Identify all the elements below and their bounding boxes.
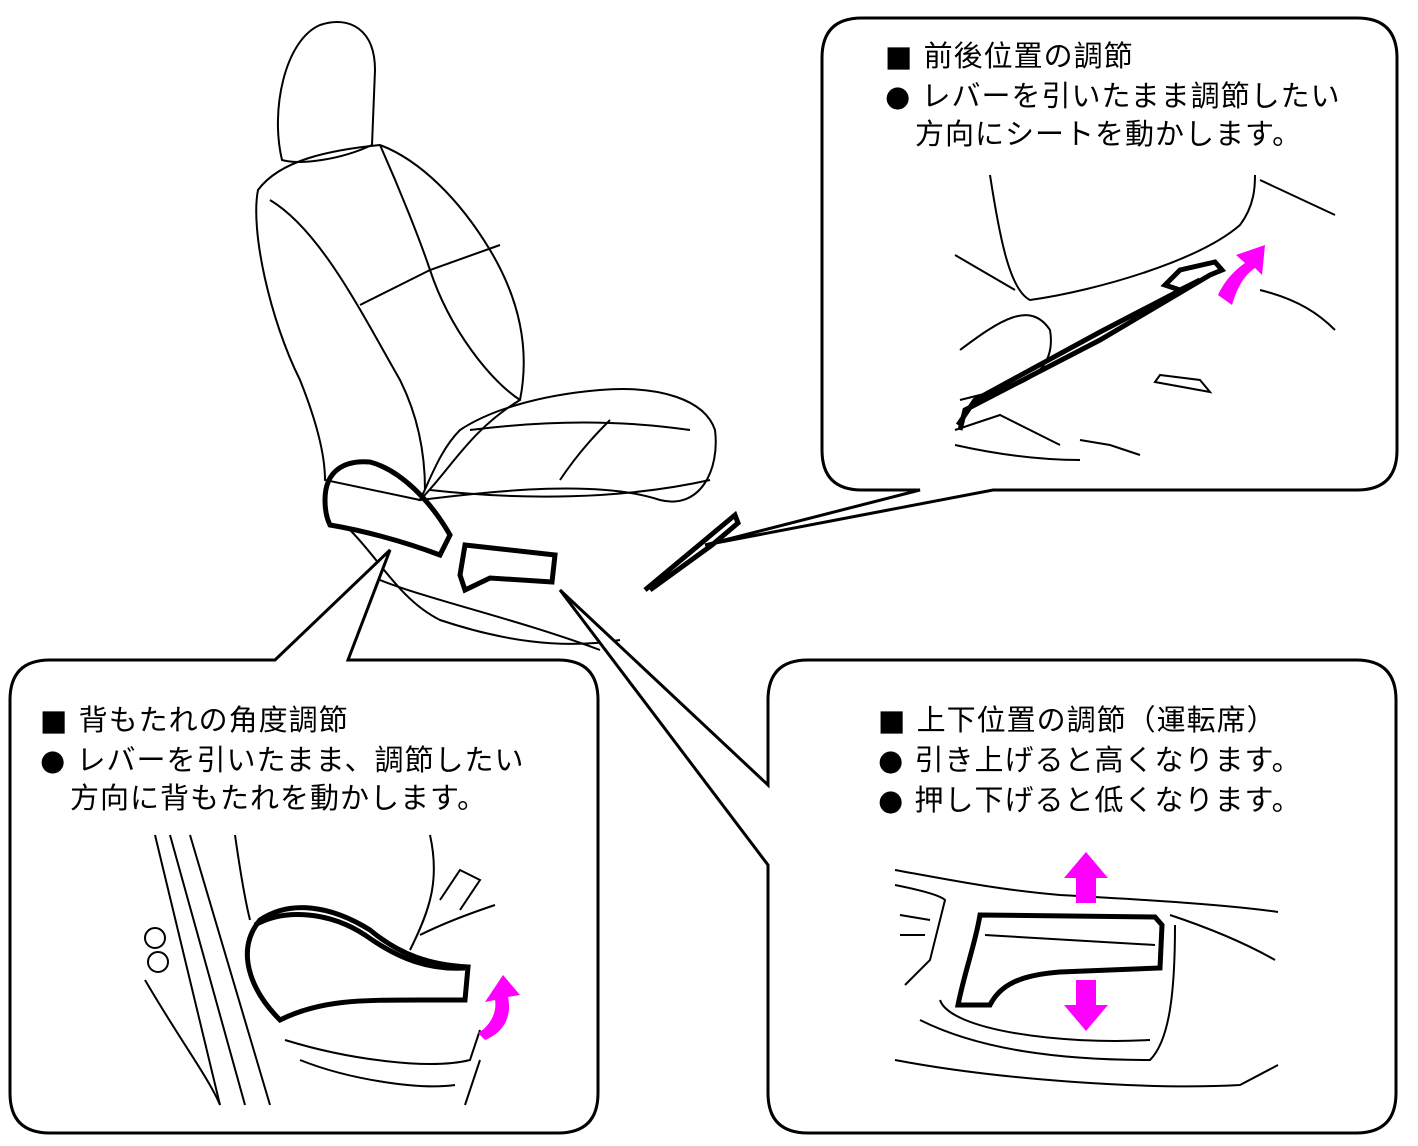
height-lever <box>457 542 558 594</box>
seatback <box>255 143 525 502</box>
fore-aft-line1: ● レバーを引いたまま調節したい <box>885 79 1341 113</box>
recline-detail <box>144 834 520 1106</box>
arrow-down-icon <box>1064 980 1108 1031</box>
height-detail <box>894 852 1279 1088</box>
recline-line2: 方向に背もたれを動かします。 <box>70 781 488 815</box>
callout-recline-frame <box>8 548 600 1135</box>
arrow-up-icon <box>1218 245 1265 305</box>
callout-fore-aft-frame <box>704 16 1399 547</box>
fore-aft-detail <box>954 174 1336 461</box>
height-line1: ● 引き上げると高くなります。 <box>878 743 1302 777</box>
arrow-up-icon <box>1064 852 1108 903</box>
recline-line1: ● レバーを引いたまま、調節したい <box>40 743 525 777</box>
callout-height-frame <box>558 588 1398 1135</box>
recline-heading: ■ 背もたれの角度調節 <box>40 703 349 737</box>
fore-aft-heading: ■ 前後位置の調節 <box>885 39 1134 73</box>
seat-cushion <box>418 388 717 503</box>
recline-lever <box>322 459 453 559</box>
fore-aft-lever <box>955 259 1227 431</box>
arrow-up-icon <box>478 975 520 1040</box>
fore-aft-line2: 方向にシートを動かします。 <box>915 117 1303 151</box>
height-heading: ■ 上下位置の調節（運転席） <box>878 703 1277 737</box>
height-line2: ● 押し下げると低くなります。 <box>878 783 1302 817</box>
fore-aft-bar <box>643 510 741 593</box>
height-lever-detail <box>954 912 1165 1008</box>
headrest <box>276 21 377 163</box>
recline-lever-detail <box>244 905 471 1024</box>
